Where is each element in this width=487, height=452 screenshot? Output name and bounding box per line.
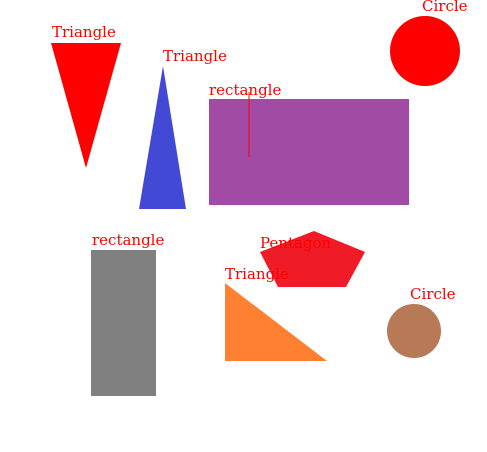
blue-triangle-label: Triangle	[163, 47, 227, 65]
orange-triangle-shape	[225, 283, 327, 361]
brown-circle-label: Circle	[410, 285, 456, 303]
purple-rectangle-label: rectangle	[209, 81, 281, 99]
red-circle-shape	[390, 16, 460, 86]
gray-rectangle-label: rectangle	[92, 231, 164, 249]
red-triangle-shape	[51, 43, 121, 168]
gray-rectangle-shape	[91, 250, 156, 396]
red-circle-label: Circle	[422, 0, 468, 15]
red-pentagon-label: Pentagon	[260, 234, 332, 252]
red-triangle-label: Triangle	[52, 23, 116, 41]
orange-triangle-label: Triangle	[225, 265, 289, 283]
blue-triangle-shape	[139, 66, 186, 209]
red-pentagon-shape	[260, 231, 365, 287]
purple-rectangle-shape	[209, 99, 409, 205]
brown-circle-shape	[387, 304, 441, 358]
